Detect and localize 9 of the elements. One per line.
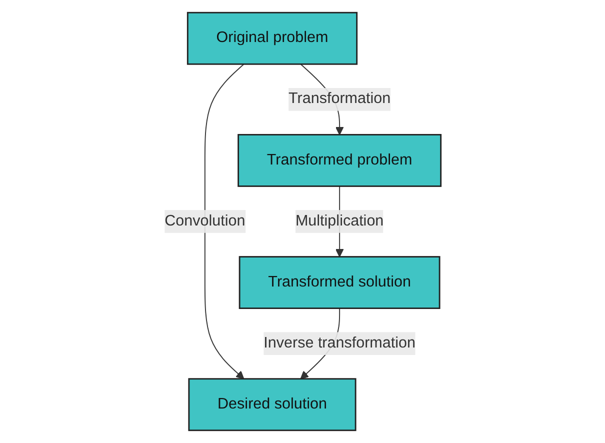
edge-label: Multiplication [295,212,384,230]
node-box: Desired solution [188,378,356,432]
node-box: Transformed solution [238,256,440,309]
edge-label: Inverse transformation [263,334,416,352]
node-box: Original problem [186,12,358,65]
edge-label: Transformation [288,90,390,108]
arrow [204,64,244,380]
node-box: Transformed problem [237,134,442,187]
edge-label: Convolution [164,212,245,230]
